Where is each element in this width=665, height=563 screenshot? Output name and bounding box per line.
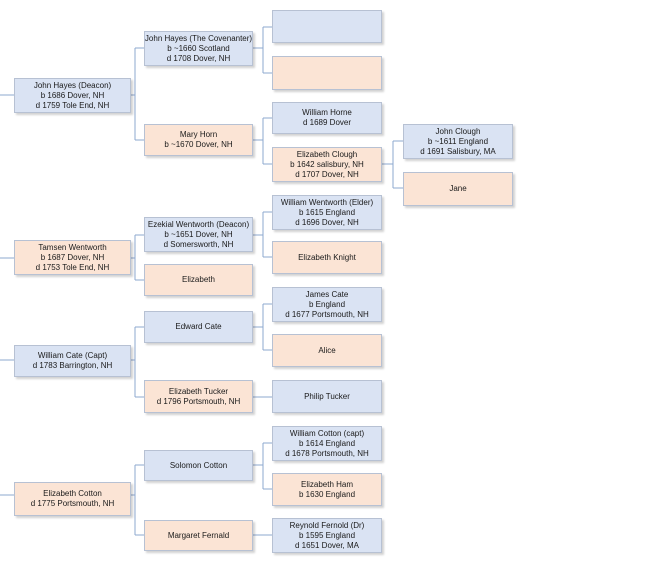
person-empty-slot[interactable]: [272, 56, 382, 90]
person-detail: d 1651 Dover, MA: [294, 540, 360, 550]
person-detail: d 1707 Dover, NH: [295, 169, 359, 179]
person-william-wentworth[interactable]: William Wentworth (Elder) b 1615 England…: [272, 195, 382, 230]
person-name: Margaret Fernald: [167, 530, 230, 540]
person-name: Alice: [318, 345, 336, 355]
person-name: Philip Tucker: [304, 391, 350, 401]
person-philip-tucker[interactable]: Philip Tucker: [272, 380, 382, 413]
person-name: John Hayes (Deacon): [33, 80, 112, 90]
person-name: Jane: [449, 184, 467, 193]
person-detail: b 1615 England: [298, 207, 356, 217]
person-detail: d 1691 Salisbury, MA: [420, 146, 496, 156]
person-name: Solomon Cotton: [169, 460, 228, 470]
person-detail: d 1689 Dover: [302, 118, 352, 127]
person-elizabeth-clough[interactable]: Elizabeth Clough b 1642 salisbury, NH d …: [272, 147, 382, 182]
person-name: Tamsen Wentworth: [38, 242, 107, 252]
person-detail: d 1678 Portsmouth, NH: [285, 448, 369, 458]
person-james-cate[interactable]: James Cate b England d 1677 Portsmouth, …: [272, 287, 382, 322]
person-margaret-fernald[interactable]: Margaret Fernald: [144, 520, 253, 551]
person-elizabeth-knight[interactable]: Elizabeth Knight: [272, 241, 382, 274]
person-detail: b ~1660 Scotland: [167, 43, 230, 53]
person-detail: d Somersworth, NH: [163, 239, 234, 249]
person-john-hayes-deacon[interactable]: John Hayes (Deacon) b 1686 Dover, NH d 1…: [14, 78, 131, 113]
person-detail: b 1614 England: [298, 438, 356, 448]
person-detail: b 1687 Dover, NH: [40, 252, 105, 262]
person-name: Elizabeth Knight: [298, 252, 356, 262]
person-detail: b ~1651 Dover, NH: [164, 229, 233, 239]
person-detail: d 1775 Portsmouth, NH: [30, 499, 115, 508]
person-edward-cate[interactable]: Edward Cate: [144, 311, 253, 343]
person-name: William Cate (Capt): [37, 351, 108, 360]
person-elizabeth-cotton[interactable]: Elizabeth Cotton d 1775 Portsmouth, NH: [14, 482, 131, 516]
person-detail: d 1796 Portsmouth, NH: [156, 396, 241, 406]
person-name: Elizabeth Cotton: [43, 489, 102, 498]
person-detail: b 1595 England: [298, 530, 356, 540]
person-name: Elizabeth Ham: [300, 479, 354, 489]
person-elizabeth-tucker[interactable]: Elizabeth Tucker d 1796 Portsmouth, NH: [144, 380, 253, 413]
person-detail: d 1759 Tole End, NH: [35, 100, 110, 110]
person-john-hayes-covenanter[interactable]: John Hayes (The Covenanter) b ~1660 Scot…: [144, 31, 253, 66]
person-name: John Hayes (The Covenanter): [144, 33, 253, 43]
person-reynold-fernold[interactable]: Reynold Fernold (Dr) b 1595 England d 16…: [272, 518, 382, 553]
person-detail: d 1783 Barrington, NH: [32, 361, 113, 370]
person-detail: b ~1611 England: [427, 136, 489, 146]
person-william-cotton[interactable]: William Cotton (capt) b 1614 England d 1…: [272, 426, 382, 461]
person-detail: d 1696 Dover, NH: [295, 217, 359, 227]
person-name: Reynold Fernold (Dr): [289, 520, 365, 530]
person-alice[interactable]: Alice: [272, 334, 382, 367]
person-detail: d 1677 Portsmouth, NH: [285, 309, 369, 319]
person-ezekial-wentworth[interactable]: Ezekial Wentworth (Deacon) b ~1651 Dover…: [144, 217, 253, 252]
person-name: Mary Horn: [179, 130, 218, 139]
person-solomon-cotton[interactable]: Solomon Cotton: [144, 450, 253, 481]
person-elizabeth-ham[interactable]: Elizabeth Ham b 1630 England: [272, 473, 382, 506]
person-name: Elizabeth Tucker: [168, 386, 229, 396]
person-elizabeth[interactable]: Elizabeth: [144, 264, 253, 296]
person-mary-horn[interactable]: Mary Horn b ~1670 Dover, NH: [144, 124, 253, 156]
person-name: William Cotton (capt): [289, 428, 365, 438]
person-name: William Horne: [302, 108, 352, 117]
person-william-cate-capt[interactable]: William Cate (Capt) d 1783 Barrington, N…: [14, 345, 131, 377]
person-detail: b 1642 salisbury, NH: [290, 159, 364, 169]
person-john-clough[interactable]: John Clough b ~1611 England d 1691 Salis…: [403, 124, 513, 159]
person-name: Elizabeth Clough: [296, 149, 358, 159]
person-name: William Wentworth (Elder): [280, 197, 374, 207]
person-detail: d 1708 Dover, NH: [166, 53, 231, 63]
person-jane[interactable]: Jane: [403, 172, 513, 206]
person-name: Edward Cate: [175, 322, 222, 331]
person-detail: b 1686 Dover, NH: [40, 90, 105, 100]
person-name: Elizabeth: [182, 275, 215, 284]
person-name: Ezekial Wentworth (Deacon): [147, 219, 250, 229]
person-name: James Cate: [305, 289, 349, 299]
person-detail: b 1630 England: [298, 489, 356, 499]
person-detail: b ~1670 Dover, NH: [164, 140, 233, 149]
person-william-horne[interactable]: William Horne d 1689 Dover: [272, 102, 382, 134]
person-tamsen-wentworth[interactable]: Tamsen Wentworth b 1687 Dover, NH d 1753…: [14, 240, 131, 275]
person-name: John Clough: [435, 126, 481, 136]
person-detail: b England: [308, 299, 346, 309]
person-detail: d 1753 Tole End, NH: [35, 262, 110, 272]
person-empty-slot[interactable]: [272, 10, 382, 43]
